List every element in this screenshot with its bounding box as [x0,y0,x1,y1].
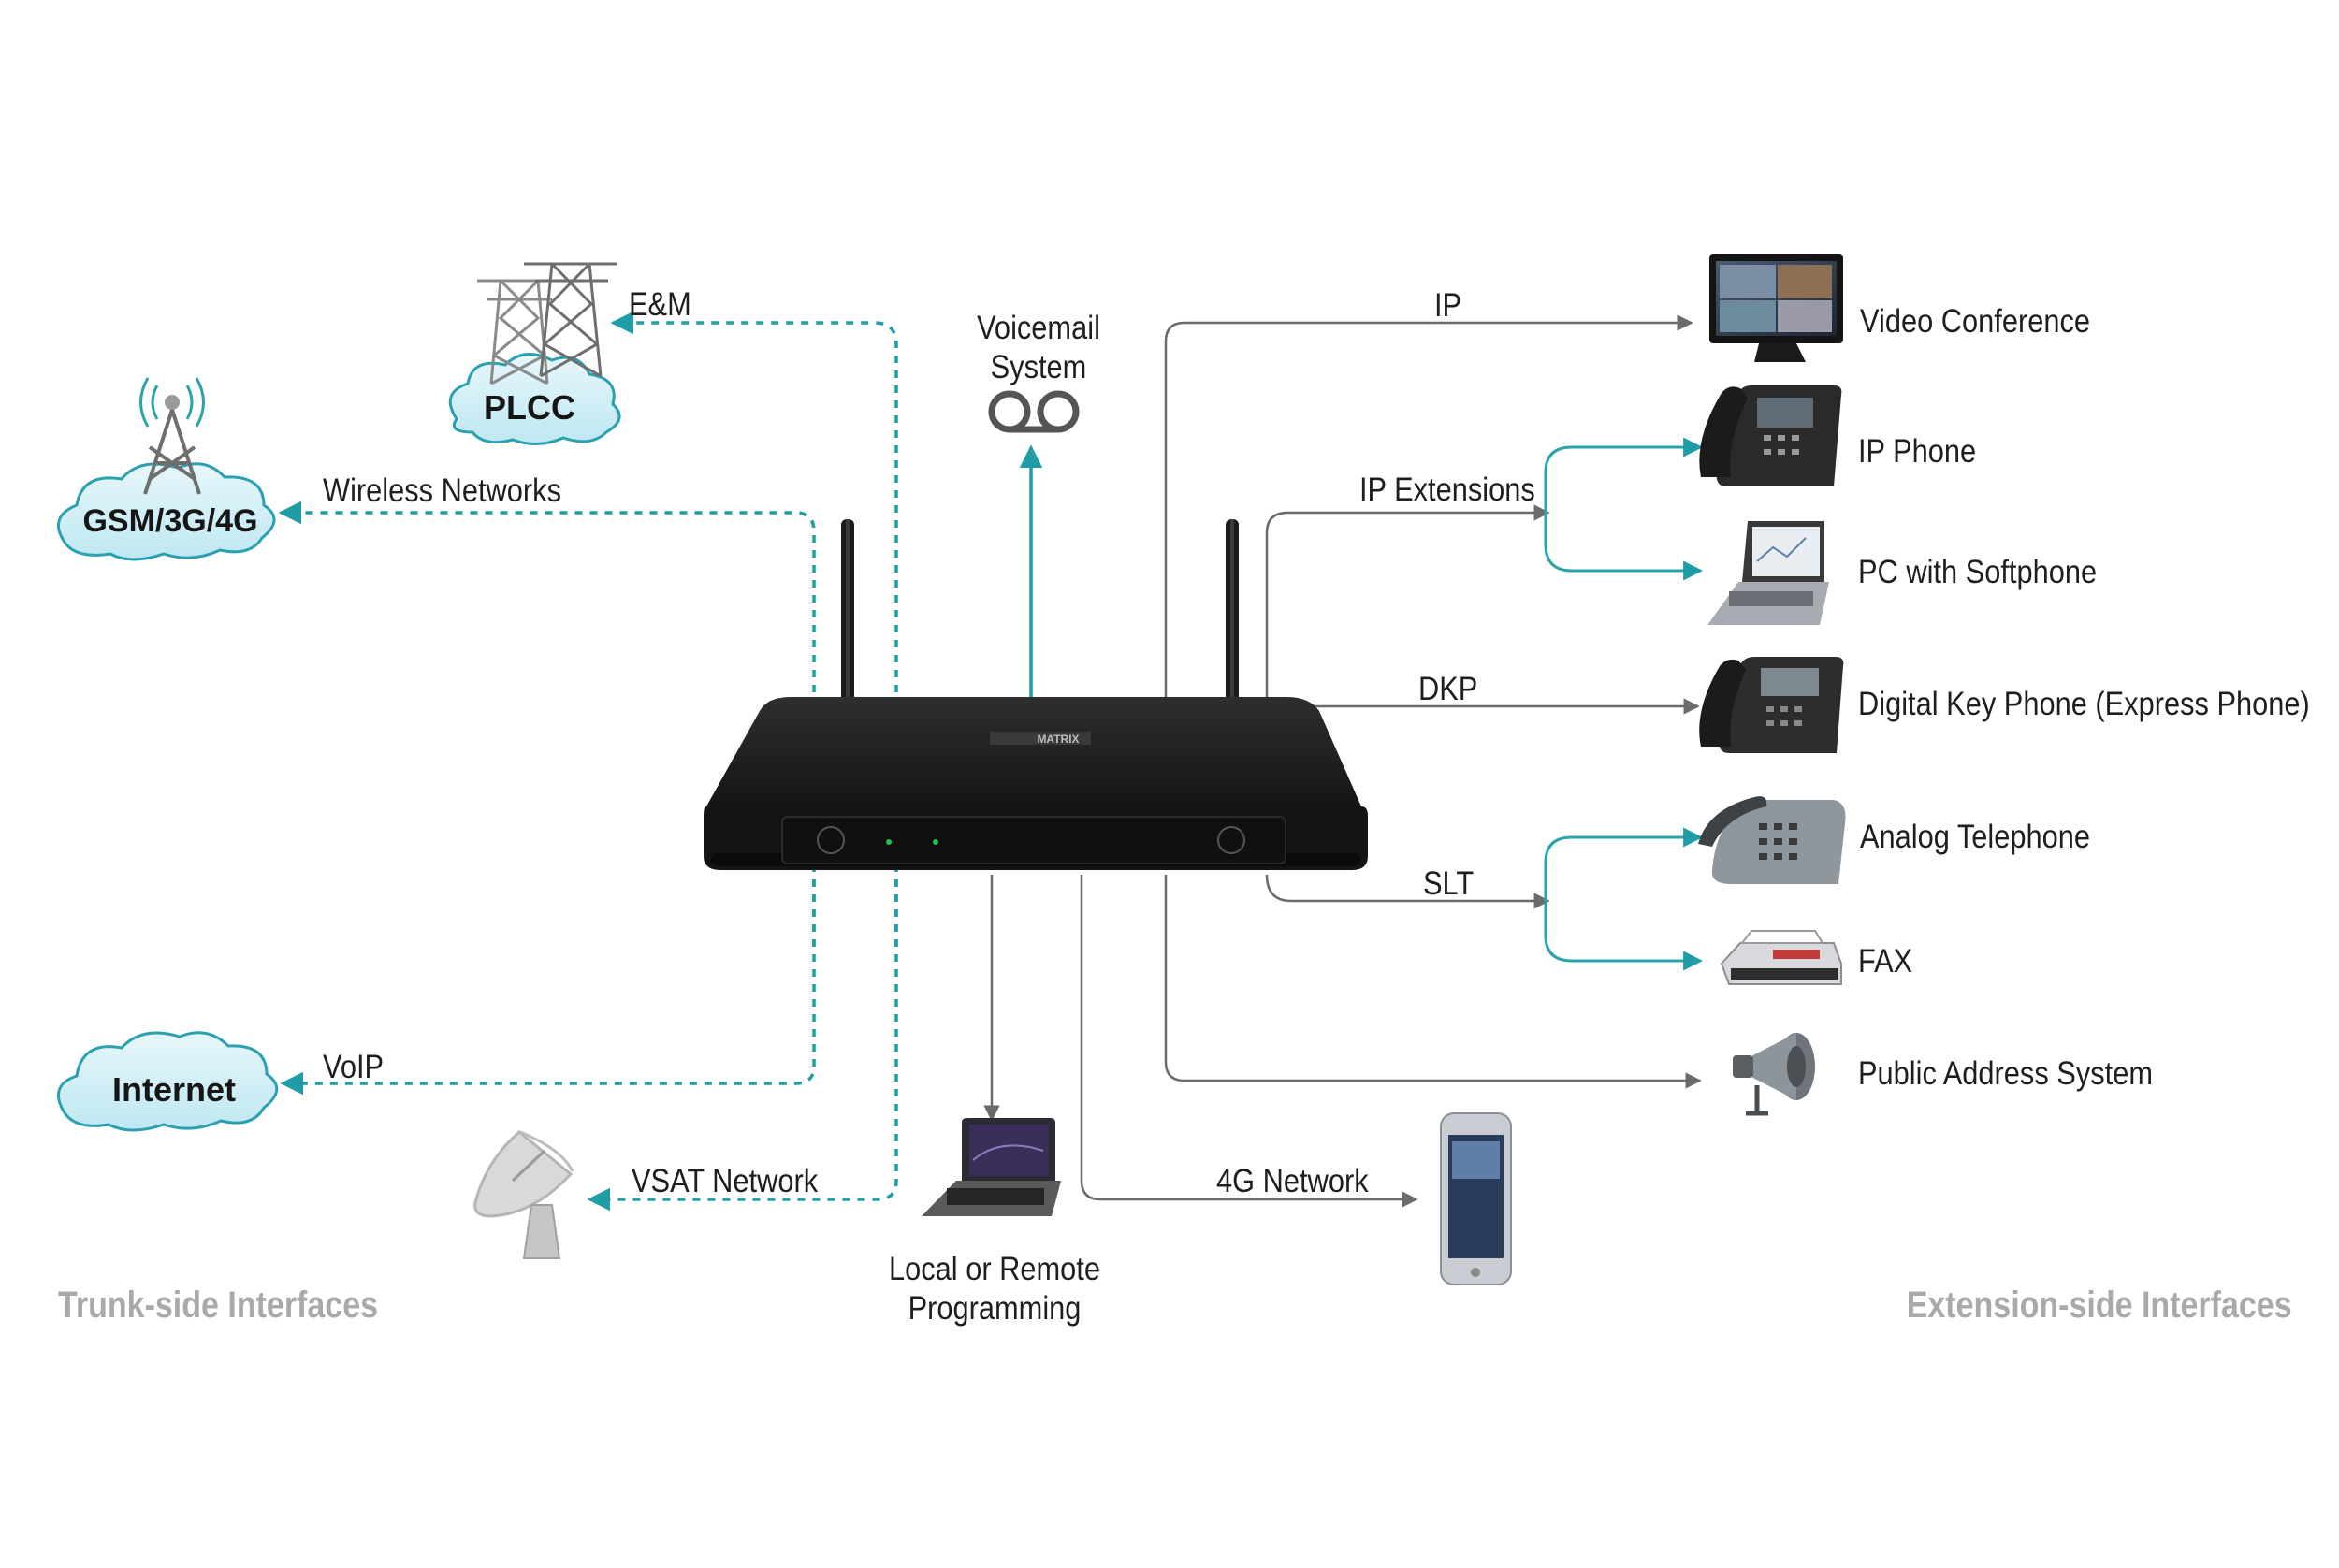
horn-speaker-icon [1733,1033,1815,1116]
pc-softphone-label: PC with Softphone [1858,554,2098,590]
voicemail-icon [988,390,1080,433]
plcc-cloud-label: PLCC [484,388,575,427]
smartphone-icon [1440,1112,1512,1285]
ip-phone-label: IP Phone [1858,433,1977,470]
laptop-icon [1707,521,1829,625]
internet-cloud-label: Internet [112,1070,236,1109]
4g-link-label: 4G Network [1216,1163,1369,1199]
extension-links [983,314,1702,1208]
analog-telephone-label: Analog Telephone [1860,819,2091,855]
link-slt [1265,874,1550,909]
monitor-icon [1709,254,1843,362]
programming-label-line2: Programming [908,1290,1082,1327]
satellite-dish-icon [473,1130,574,1259]
em-link-label: E&M [629,286,691,323]
programming-label-line1: Local or Remote [889,1251,1100,1287]
router-brand: MATRIX [1037,733,1079,746]
digital-key-phone-label: Digital Key Phone (Express Phone) [1858,686,2310,722]
voicemail-label-line2: System [990,349,1087,385]
laptop-icon [922,1118,1061,1216]
trunk-side-heading: Trunk-side Interfaces [58,1285,379,1326]
link-wireless [278,501,816,947]
gsm-cloud [56,462,276,561]
slt-link-label: SLT [1423,865,1475,902]
cell-tower-icon [139,377,205,495]
power-tower-icon [477,262,617,385]
gsm-cloud-label: GSM/3G/4G [82,503,257,539]
wireless-link-label: Wireless Networks [323,472,561,509]
ip-link-label: IP [1434,287,1462,324]
desk-phone-icon [1699,657,1844,753]
video-conference-label: Video Conference [1860,303,2091,340]
fax-label: FAX [1858,943,1913,980]
trunk-links [278,311,898,1212]
vsat-link-label: VSAT Network [632,1163,819,1199]
voicemail-label-line1: Voicemail [977,310,1100,346]
link-pa [1164,875,1702,1089]
voip-link-label: VoIP [323,1049,385,1085]
branch-links [1544,437,1704,971]
ip-extensions-link-label: IP Extensions [1359,472,1535,508]
fax-icon [1720,930,1842,985]
internet-cloud [56,1031,279,1132]
dkp-link-label: DKP [1418,671,1478,707]
extension-side-heading: Extension-side Interfaces [1907,1285,2292,1326]
link-vsat [587,879,898,1212]
desk-phone-icon [1698,796,1846,884]
link-em [610,311,898,947]
link-ip-extensions [1265,504,1550,697]
link-ip [1164,314,1693,697]
ip-phone-icon [1699,385,1842,486]
router: MATRIX [704,519,1368,870]
link-voip [280,879,816,1096]
public-address-label: Public Address System [1858,1055,2153,1092]
link-4g [1080,875,1418,1208]
